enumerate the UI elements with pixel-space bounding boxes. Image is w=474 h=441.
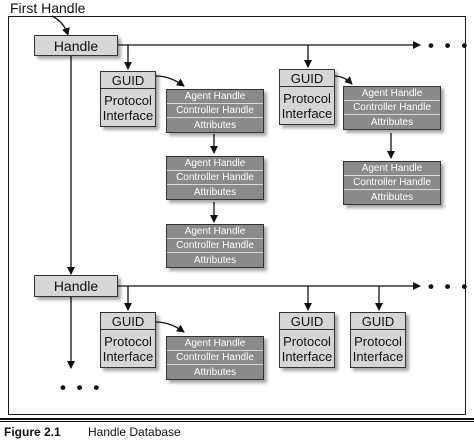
figure-number: Figure 2.1	[4, 425, 61, 439]
agent-handle-field: Agent Handle	[167, 225, 263, 239]
protocol-interface-cell: Protocol Interface	[279, 330, 335, 368]
guid-protocol-box-3: GUID Protocol Interface	[100, 312, 156, 368]
interface-label: Interface	[102, 348, 154, 364]
controller-handle-field: Controller Handle	[167, 351, 263, 365]
guid-label: GUID	[279, 312, 335, 330]
controller-handle-field: Controller Handle	[344, 101, 440, 115]
protocol-label: Protocol	[283, 333, 331, 349]
protocol-interface-cell: Protocol Interface	[279, 87, 335, 125]
agent-handle-field: Agent Handle	[167, 337, 263, 351]
attributes-field: Attributes	[167, 365, 263, 379]
guid-protocol-box-5: GUID Protocol Interface	[350, 312, 406, 368]
guid-label: GUID	[279, 69, 335, 87]
interface-label: Interface	[352, 348, 404, 364]
handle-box-1: Handle	[34, 35, 118, 56]
figure-title: Handle Database	[88, 425, 181, 439]
guid-protocol-box-4: GUID Protocol Interface	[279, 312, 335, 368]
interface-label: Interface	[102, 107, 154, 123]
controller-handle-field: Controller Handle	[167, 104, 263, 118]
open-protocol-record: Agent Handle Controller Handle Attribute…	[166, 89, 264, 133]
guid-label: GUID	[100, 312, 156, 330]
interface-label: Interface	[281, 348, 333, 364]
protocol-label: Protocol	[104, 333, 152, 349]
protocol-label: Protocol	[354, 333, 402, 349]
open-protocol-record: Agent Handle Controller Handle Attribute…	[166, 156, 264, 200]
attributes-field: Attributes	[167, 253, 263, 267]
attributes-field: Attributes	[344, 115, 440, 129]
protocol-label: Protocol	[104, 92, 152, 108]
open-protocol-record: Agent Handle Controller Handle Attribute…	[166, 336, 264, 380]
first-handle-label: First Handle	[10, 0, 86, 16]
open-protocol-record: Agent Handle Controller Handle Attribute…	[166, 224, 264, 268]
controller-handle-field: Controller Handle	[167, 239, 263, 253]
continuation-ellipsis: • • •	[428, 277, 471, 296]
protocol-interface-cell: Protocol Interface	[350, 330, 406, 368]
guid-protocol-box-2: GUID Protocol Interface	[279, 69, 335, 125]
open-protocol-record: Agent Handle Controller Handle Attribute…	[343, 86, 441, 130]
protocol-label: Protocol	[283, 90, 331, 106]
guid-label: GUID	[100, 71, 156, 89]
guid-protocol-box-1: GUID Protocol Interface	[100, 71, 156, 127]
protocol-interface-cell: Protocol Interface	[100, 330, 156, 368]
attributes-field: Attributes	[167, 118, 263, 132]
continuation-ellipsis: • • •	[60, 378, 103, 397]
controller-handle-field: Controller Handle	[344, 176, 440, 190]
open-protocol-record: Agent Handle Controller Handle Attribute…	[343, 161, 441, 205]
controller-handle-field: Controller Handle	[167, 171, 263, 185]
agent-handle-field: Agent Handle	[167, 90, 263, 104]
agent-handle-field: Agent Handle	[167, 157, 263, 171]
handle-label: Handle	[53, 278, 99, 294]
agent-handle-field: Agent Handle	[344, 162, 440, 176]
attributes-field: Attributes	[167, 185, 263, 199]
interface-label: Interface	[281, 105, 333, 121]
caption-rule	[0, 421, 474, 422]
agent-handle-field: Agent Handle	[344, 87, 440, 101]
guid-label: GUID	[350, 312, 406, 330]
continuation-ellipsis: • • •	[428, 36, 471, 55]
caption-rule	[0, 418, 474, 420]
attributes-field: Attributes	[344, 190, 440, 204]
handle-label: Handle	[53, 37, 99, 54]
protocol-interface-cell: Protocol Interface	[100, 89, 156, 127]
handle-box-2: Handle	[34, 275, 118, 297]
